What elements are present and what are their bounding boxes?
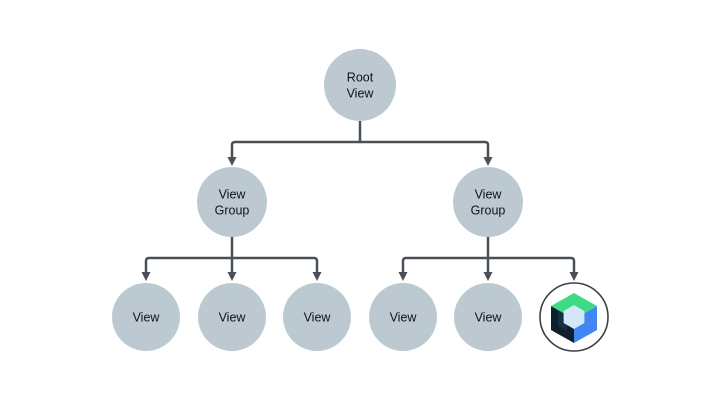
arrow-head-view-2 bbox=[227, 272, 237, 281]
node-viewgroup-left-circle bbox=[197, 167, 267, 237]
arrow-head-viewgroup-right bbox=[483, 157, 493, 166]
node-view-5[interactable]: View bbox=[454, 283, 522, 351]
arrow-head-view-4 bbox=[398, 272, 408, 281]
node-view-2-label: View bbox=[219, 310, 247, 324]
edge-group-viewgroup-right bbox=[398, 237, 579, 281]
edge-group-viewgroup-left bbox=[141, 237, 322, 281]
node-view-3-label: View bbox=[304, 310, 332, 324]
node-view-3-circle bbox=[283, 283, 351, 351]
arrow-head-compose-node bbox=[569, 272, 579, 281]
node-view-4-circle bbox=[369, 283, 437, 351]
node-viewgroup-right-circle bbox=[453, 167, 523, 237]
arrow-head-view-1 bbox=[141, 272, 151, 281]
node-view-4[interactable]: View bbox=[369, 283, 437, 351]
node-view-1[interactable]: View bbox=[112, 283, 180, 351]
edge-group-root bbox=[227, 121, 493, 166]
node-root-view[interactable]: Root View bbox=[324, 49, 396, 121]
node-viewgroup-left-label-line1: View bbox=[219, 187, 247, 201]
node-view-5-circle bbox=[454, 283, 522, 351]
arrow-head-view-3 bbox=[312, 272, 322, 281]
edge-root-bus bbox=[230, 140, 490, 149]
node-view-3[interactable]: View bbox=[283, 283, 351, 351]
compose-logo-center-hexagon bbox=[563, 305, 585, 329]
node-view-2[interactable]: View bbox=[198, 283, 266, 351]
node-viewgroup-right-label-line2: Group bbox=[471, 203, 506, 217]
node-view-1-circle bbox=[112, 283, 180, 351]
node-view-4-label: View bbox=[390, 310, 418, 324]
node-viewgroup-left-label-line2: Group bbox=[215, 203, 250, 217]
node-viewgroup-left[interactable]: View Group bbox=[197, 167, 267, 237]
arrow-head-view-5 bbox=[483, 272, 493, 281]
node-compose-logo[interactable] bbox=[539, 282, 609, 352]
node-root-view-label-line2: View bbox=[347, 86, 375, 100]
node-view-2-circle bbox=[198, 283, 266, 351]
compose-logo-right-face bbox=[574, 306, 597, 343]
arrow-head-viewgroup-left bbox=[227, 157, 237, 166]
node-root-view-label-line1: Root bbox=[347, 70, 374, 84]
node-view-1-label: View bbox=[133, 310, 161, 324]
node-viewgroup-right[interactable]: View Group bbox=[453, 167, 523, 237]
node-view-5-label: View bbox=[475, 310, 503, 324]
node-root-view-circle bbox=[324, 49, 396, 121]
node-viewgroup-right-label-line1: View bbox=[475, 187, 503, 201]
jetpack-compose-logo-icon bbox=[551, 293, 597, 343]
